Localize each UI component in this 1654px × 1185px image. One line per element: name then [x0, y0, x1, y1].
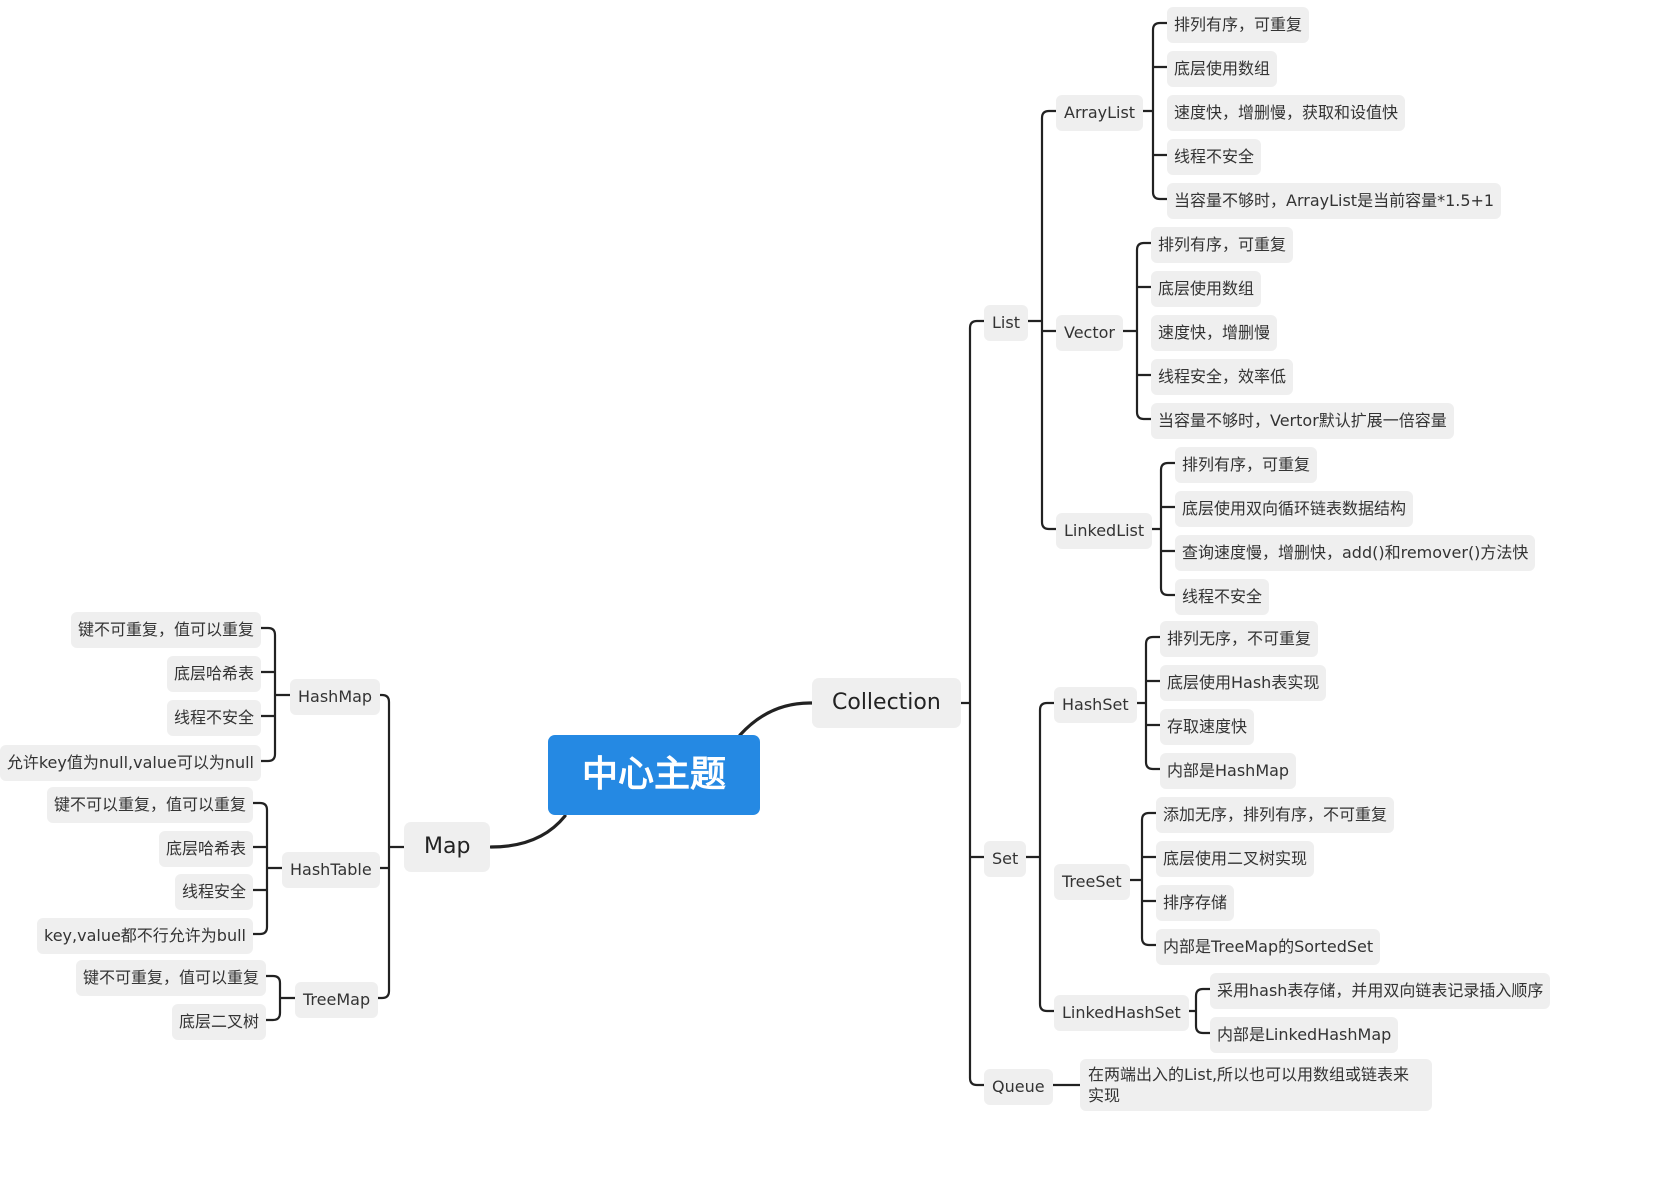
connector-vector-items	[1118, 241, 1153, 421]
treeset-item[interactable]: 底层使用二叉树实现	[1156, 841, 1315, 877]
vector-item[interactable]: 线程安全，效率低	[1151, 359, 1294, 395]
linkedlist-item[interactable]: 底层使用双向循环链表数据结构	[1175, 491, 1414, 527]
connector-arraylist-items	[1134, 21, 1169, 201]
linkedlist-node[interactable]: LinkedList	[1056, 513, 1153, 549]
treeset-item[interactable]: 内部是TreeMap的SortedSet	[1156, 929, 1381, 965]
connector-linkedlist-items	[1143, 461, 1177, 597]
connector-hashset-items	[1128, 635, 1162, 771]
hashset-item[interactable]: 排列无序，不可重复	[1160, 621, 1319, 657]
connector-treeset-items	[1126, 811, 1158, 947]
connector-map-children	[373, 693, 406, 1000]
hashset-node[interactable]: HashSet	[1054, 687, 1137, 723]
hashset-item[interactable]: 存取速度快	[1160, 709, 1255, 745]
treemap-item[interactable]: 底层二叉树	[171, 1004, 266, 1040]
central-topic-node[interactable]: 中心主题	[548, 735, 761, 815]
treeset-item[interactable]: 排序存储	[1156, 885, 1235, 921]
treeset-node[interactable]: TreeSet	[1054, 864, 1130, 900]
collection-node[interactable]: Collection	[812, 678, 961, 728]
hashmap-item[interactable]: 键不可重复，值可以重复	[70, 612, 261, 648]
connector-treemap-items	[264, 974, 297, 1022]
connector-center-map	[489, 814, 567, 849]
hashmap-item[interactable]: 线程不安全	[166, 700, 261, 736]
arraylist-item[interactable]: 底层使用数组	[1167, 51, 1278, 87]
linkedlist-item[interactable]: 线程不安全	[1175, 579, 1270, 615]
connector-center-collection	[738, 701, 814, 737]
arraylist-item[interactable]: 当容量不够时，ArrayList是当前容量*1.5+1	[1167, 183, 1502, 219]
arraylist-item[interactable]: 线程不安全	[1167, 139, 1262, 175]
vector-node[interactable]: Vector	[1056, 315, 1123, 351]
linkedlist-item[interactable]: 排列有序，可重复	[1175, 447, 1318, 483]
hashtable-item[interactable]: 键不可以重复，值可以重复	[46, 787, 253, 823]
linkedlist-item[interactable]: 查询速度慢，增删快，add()和remover()方法快	[1175, 535, 1536, 571]
list-node[interactable]: List	[984, 305, 1028, 341]
hashmap-node[interactable]: HashMap	[290, 679, 381, 715]
queue-node[interactable]: Queue	[984, 1069, 1053, 1105]
vector-item[interactable]: 底层使用数组	[1151, 271, 1262, 307]
hashmap-item[interactable]: 底层哈希表	[166, 656, 261, 692]
linkedhashset-item[interactable]: 内部是LinkedHashMap	[1210, 1017, 1399, 1053]
queue-item[interactable]: 在两端出入的List,所以也可以用数组或链表来实现	[1080, 1059, 1432, 1111]
connector-list-children	[1024, 109, 1058, 531]
treemap-item[interactable]: 键不可重复，值可以重复	[75, 960, 266, 996]
hashmap-item[interactable]: 允许key值为null,value可以为null	[0, 745, 261, 781]
linkedhashset-node[interactable]: LinkedHashSet	[1054, 995, 1189, 1031]
hashtable-item[interactable]: key,value都不行允许为bull	[37, 918, 253, 954]
hashtable-item[interactable]: 线程安全	[174, 874, 253, 910]
hashtable-item[interactable]: 底层哈希表	[158, 831, 253, 867]
set-node[interactable]: Set	[984, 841, 1027, 877]
arraylist-item[interactable]: 排列有序，可重复	[1167, 7, 1310, 43]
connector-set-children	[1024, 701, 1056, 1013]
hashset-item[interactable]: 内部是HashMap	[1160, 753, 1297, 789]
map-node[interactable]: Map	[404, 822, 491, 872]
arraylist-item[interactable]: 速度快，增删慢，获取和设值快	[1167, 95, 1406, 131]
treemap-node[interactable]: TreeMap	[295, 982, 379, 1018]
vector-item[interactable]: 排列有序，可重复	[1151, 227, 1294, 263]
connector-hashtable-items	[251, 801, 284, 936]
arraylist-node[interactable]: ArrayList	[1056, 95, 1144, 131]
connector-hashmap-items	[259, 626, 292, 763]
hashset-item[interactable]: 底层使用Hash表实现	[1160, 665, 1327, 701]
vector-item[interactable]: 速度快，增删慢	[1151, 315, 1278, 351]
linkedhashset-item[interactable]: 采用hash表存储，并用双向链表记录插入顺序	[1210, 973, 1551, 1009]
treeset-item[interactable]: 添加无序，排列有序，不可重复	[1156, 797, 1395, 833]
hashtable-node[interactable]: HashTable	[282, 852, 380, 888]
vector-item[interactable]: 当容量不够时，Vertor默认扩展一倍容量	[1151, 403, 1454, 439]
